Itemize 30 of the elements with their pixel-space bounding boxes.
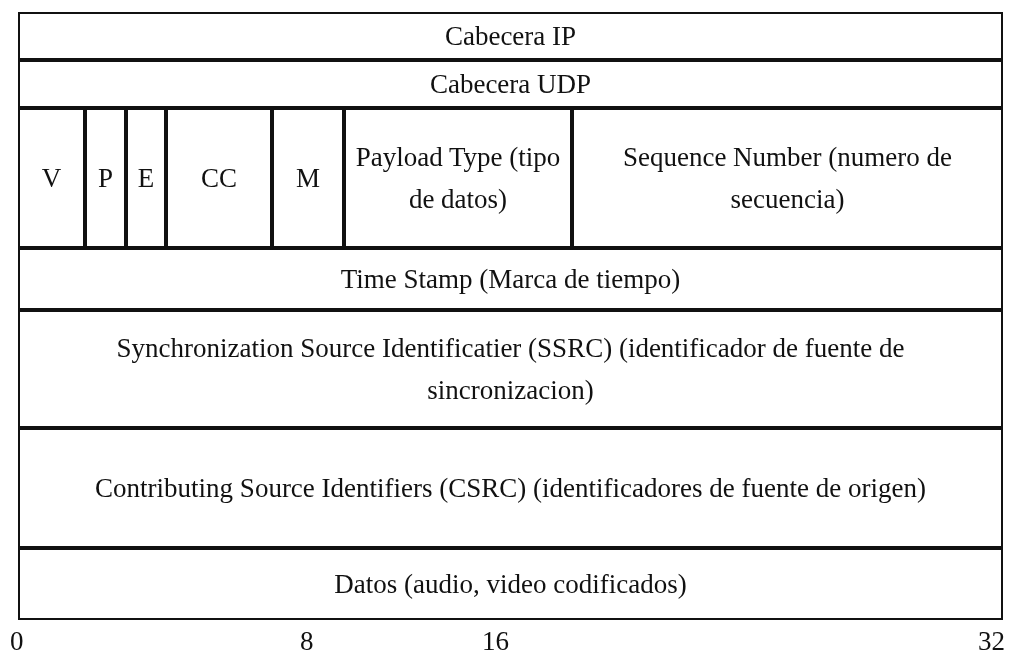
bit-position-label: 0 xyxy=(10,625,24,657)
field-name: Contributing Source Identifiers (CSRC) (identificadores de fuente de origen) xyxy=(95,472,926,505)
header-field-box xyxy=(166,108,272,248)
header-field-box xyxy=(272,108,344,248)
field-name: Cabecera UDP xyxy=(429,68,592,101)
field-name: Payload Type (tipo de datos) xyxy=(354,141,562,216)
field-name: Synchronization Source Identificatier (SSRC) (identificador de fuente de sincronizacion) xyxy=(115,332,906,407)
header-field-box xyxy=(18,310,1003,428)
field-name: M xyxy=(296,162,320,195)
field-name: Time Stamp (Marca de tiempo) xyxy=(340,263,681,296)
header-field-box xyxy=(572,108,1003,248)
field-name: E xyxy=(137,162,155,195)
header-field-box xyxy=(344,108,572,248)
header-field-box xyxy=(126,108,166,248)
bit-position-label: 16 xyxy=(482,625,509,657)
field-name: Cabecera IP xyxy=(444,20,577,53)
header-field-box xyxy=(85,108,126,248)
bit-position-label: 8 xyxy=(300,625,314,657)
bit-position-label: 32 xyxy=(978,625,1005,657)
header-field-box xyxy=(18,248,1003,310)
header-field-box xyxy=(18,60,1003,108)
header-field-box xyxy=(18,108,85,248)
header-field-box xyxy=(18,428,1003,548)
field-name: V xyxy=(41,162,62,195)
header-field-box xyxy=(18,12,1003,60)
field-name: Datos (audio, video codificados) xyxy=(334,568,687,601)
field-name: P xyxy=(98,162,113,195)
field-name: Sequence Number (numero de secuencia) xyxy=(621,141,954,216)
field-name: CC xyxy=(201,162,237,195)
header-field-box xyxy=(18,548,1003,620)
